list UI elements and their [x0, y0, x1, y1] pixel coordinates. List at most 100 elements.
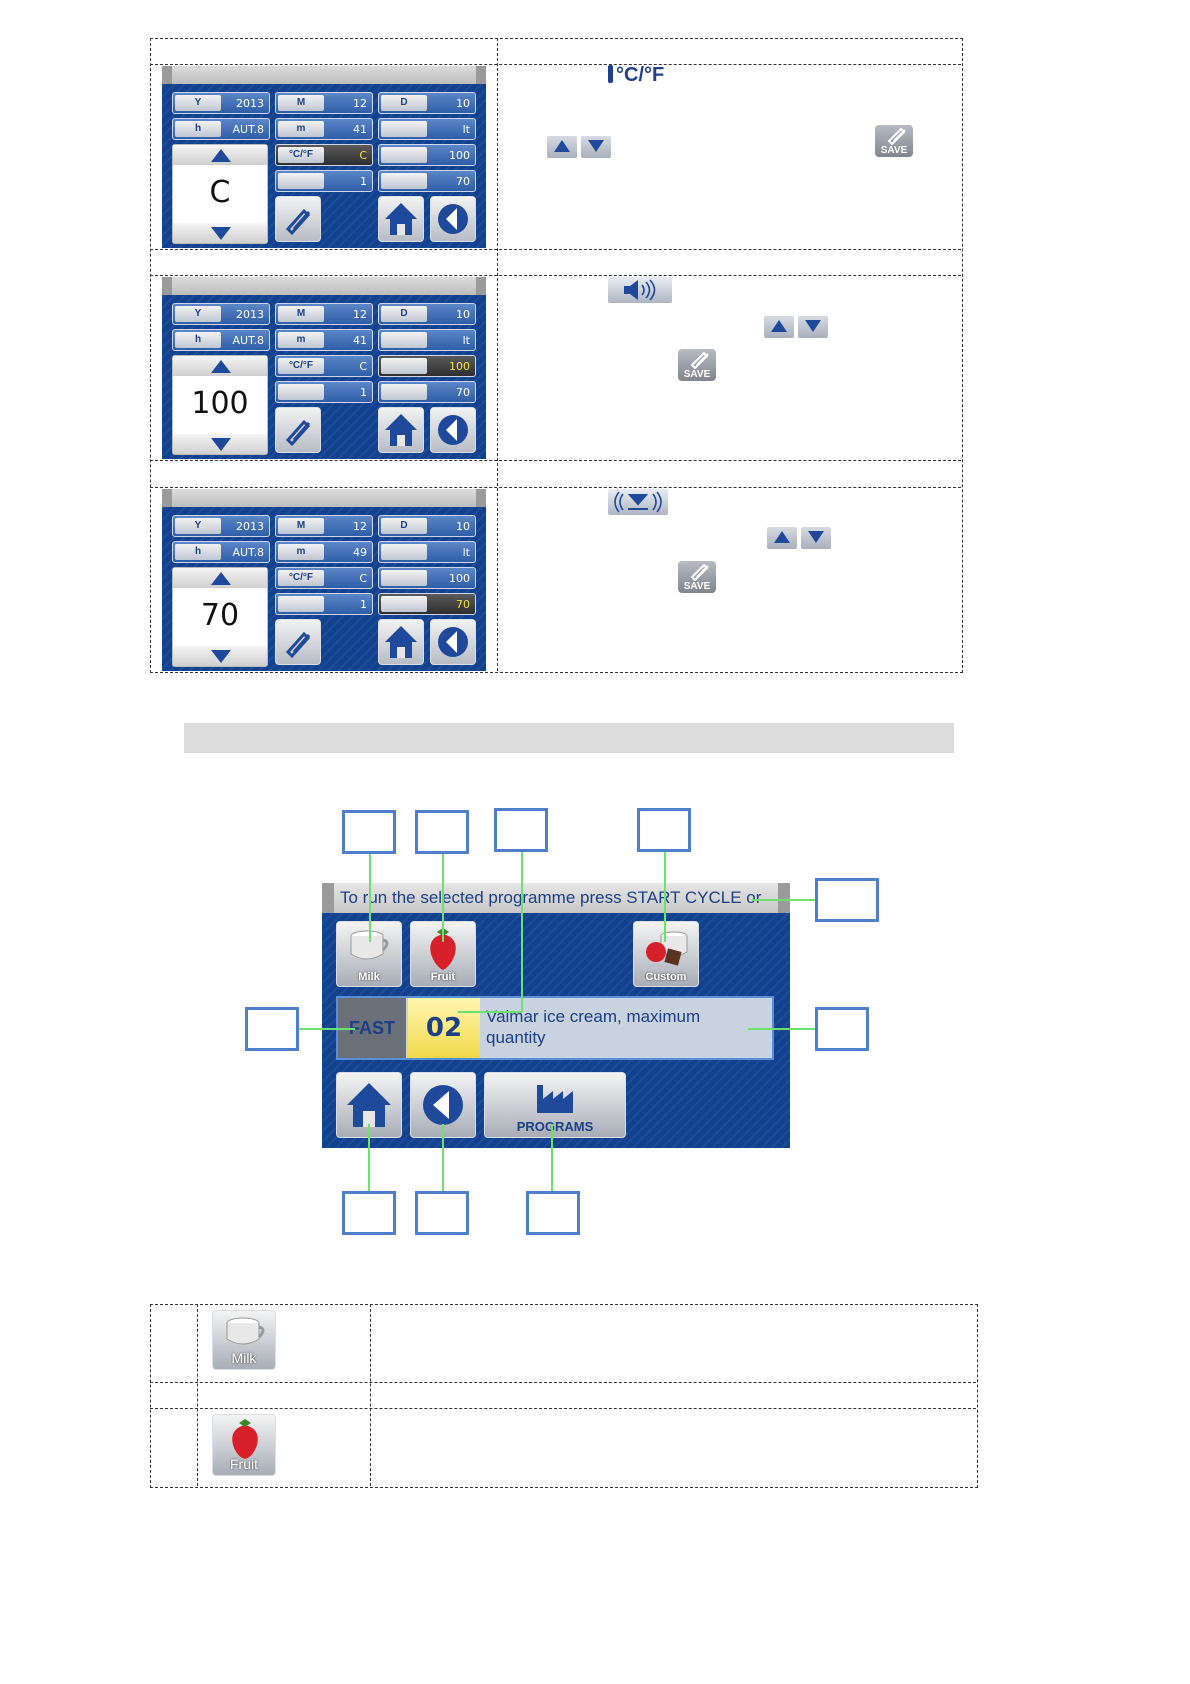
home-button[interactable] — [378, 196, 424, 242]
day-icon: D — [381, 518, 427, 534]
value-editor: C — [172, 144, 268, 244]
pointer-line — [458, 1011, 522, 1013]
back-icon — [423, 1085, 463, 1125]
home-button[interactable] — [378, 407, 424, 453]
sound-field[interactable]: 100 — [378, 144, 476, 166]
back-button[interactable] — [430, 619, 476, 665]
increase-button[interactable] — [173, 356, 267, 376]
volume-unit-field-value: lt — [462, 334, 470, 347]
pointer-line — [442, 854, 444, 942]
volume-unit-field-value: lt — [462, 546, 470, 559]
callout-box-description — [815, 1007, 869, 1051]
save-pen-icon — [285, 208, 311, 236]
pointer-line — [368, 1124, 370, 1191]
current-value: 100 — [191, 386, 249, 421]
increase-button[interactable] — [173, 568, 267, 588]
callout-box-home — [342, 1191, 396, 1235]
decrease-button[interactable] — [173, 434, 267, 454]
year-icon: Y — [175, 95, 221, 111]
waves-field[interactable]: 1 — [275, 593, 373, 615]
waves-field[interactable]: 1 — [275, 381, 373, 403]
callout-box-fruit — [415, 810, 469, 854]
save-button[interactable] — [275, 619, 321, 665]
waves-icon — [278, 384, 324, 400]
home-button[interactable] — [378, 619, 424, 665]
up-arrow-icon — [211, 360, 231, 373]
decrease-button[interactable] — [173, 646, 267, 666]
hour-icon: h — [175, 121, 221, 137]
volume-unit-field[interactable]: lt — [378, 541, 476, 563]
program-row[interactable]: FAST 02 Valmar ice cream, maximum quanti… — [336, 996, 774, 1060]
up-arrow-icon — [211, 572, 231, 585]
minute-icon: m — [278, 121, 324, 137]
sound-field[interactable]: 100 — [378, 355, 476, 377]
save-button[interactable] — [275, 407, 321, 453]
down-arrow-icon — [798, 316, 828, 338]
month-icon: M — [278, 518, 324, 534]
sound-field[interactable]: 100 — [378, 567, 476, 589]
callout-box-message — [815, 878, 879, 922]
programs-button[interactable]: PROGRAMS — [484, 1072, 626, 1138]
waves-field[interactable]: 1 — [275, 170, 373, 192]
program-number[interactable]: 02 — [408, 998, 480, 1058]
section-heading-band — [184, 723, 954, 753]
pointer-line — [369, 854, 371, 942]
hour-field-value: AUT.8 — [232, 546, 265, 559]
volume-unit-field[interactable]: lt — [378, 118, 476, 140]
hour-icon: h — [175, 332, 221, 348]
hour-icon: h — [175, 544, 221, 560]
waves-icon — [278, 173, 324, 189]
year-icon: Y — [175, 306, 221, 322]
vibration-icon — [608, 489, 668, 515]
sound-field-value: 100 — [449, 572, 470, 585]
decrease-button[interactable] — [173, 223, 267, 243]
fruit-button[interactable]: Fruit — [410, 921, 476, 987]
vibration-field[interactable]: 70 — [378, 381, 476, 403]
sound-field-value: 100 — [449, 360, 470, 373]
increase-button[interactable] — [173, 145, 267, 165]
waves-icon — [278, 596, 324, 612]
save-icon: SAVE — [678, 561, 716, 593]
home-button[interactable] — [336, 1072, 402, 1138]
save-button[interactable] — [275, 196, 321, 242]
down-arrow-icon — [581, 136, 611, 158]
hour-field[interactable]: h AUT.8 — [172, 541, 270, 563]
month-field-value: 12 — [353, 97, 367, 110]
home-icon — [385, 626, 417, 658]
vibration-icon — [381, 384, 427, 400]
pointer-line — [664, 852, 666, 942]
back-button[interactable] — [430, 196, 476, 242]
vibration-field-value: 70 — [456, 598, 470, 611]
milk-button[interactable]: Milk — [336, 921, 402, 987]
vibration-field[interactable]: 70 — [378, 170, 476, 192]
vibration-field[interactable]: 70 — [378, 593, 476, 615]
volume-unit-field-value: lt — [462, 123, 470, 136]
volume-unit-field[interactable]: lt — [378, 329, 476, 351]
down-arrow-icon — [801, 527, 831, 549]
custom-button[interactable]: Custom — [633, 921, 699, 987]
save-icon: SAVE — [875, 125, 913, 157]
back-button[interactable] — [430, 407, 476, 453]
vibration-field-value: 70 — [456, 175, 470, 188]
month-field-value: 12 — [353, 308, 367, 321]
value-editor: 100 — [172, 355, 268, 455]
sound-icon — [608, 277, 672, 303]
